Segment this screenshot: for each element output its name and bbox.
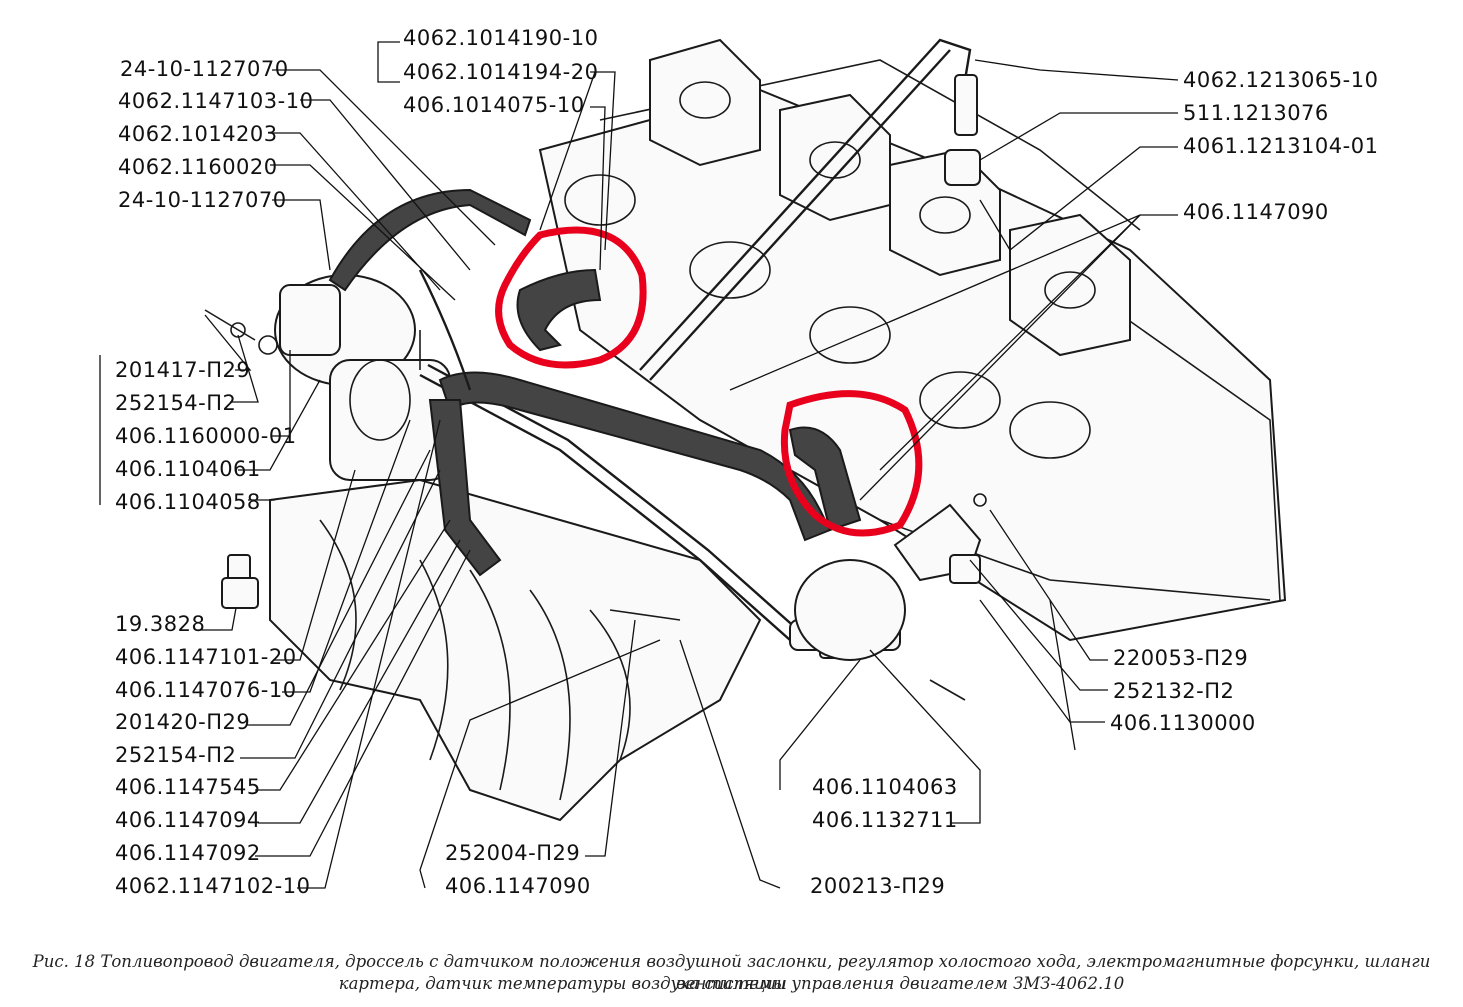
part-label: 406.1104058	[115, 490, 261, 514]
part-label: 4062.1014194-20	[403, 60, 599, 84]
part-label: 4062.1014203	[118, 122, 278, 146]
part-label: 201420-П29	[115, 710, 251, 734]
part-label: 406.1160000-01	[115, 424, 297, 448]
part-label: 406.1130000	[1110, 711, 1256, 735]
part-label: 406.1132711	[812, 808, 958, 832]
figure-caption-line-1: Рис. 18 Топливопровод двигателя, дроссел…	[32, 952, 1431, 993]
idle-air-control	[794, 559, 906, 661]
part-label: 406.1014075-10	[403, 93, 585, 117]
part-label: 24-10-1127070	[118, 188, 287, 212]
intake-manifold	[269, 478, 762, 822]
part-label: 19.3828	[115, 612, 206, 636]
part-label: 406.1147076-10	[115, 678, 297, 702]
part-label: 4061.1213104-01	[1183, 134, 1379, 158]
part-label: 252132-П2	[1113, 679, 1235, 703]
part-label: 4062.1147102-10	[115, 874, 311, 898]
fuel-pressure-regulator	[258, 284, 341, 356]
crankcase-vent-hoses	[328, 188, 862, 577]
intake-ports	[564, 174, 1091, 459]
part-label: 406.1147090	[445, 874, 591, 898]
part-label: 252004-П29	[445, 841, 581, 865]
part-label: 406.1147101-20	[115, 645, 297, 669]
part-label: 220053-П29	[1113, 646, 1249, 670]
part-label: 252154-П2	[115, 743, 237, 767]
part-label: 406.1147094	[115, 808, 261, 832]
part-label: 406.1147092	[115, 841, 261, 865]
fuel-line	[639, 38, 981, 381]
leader-lines	[99, 41, 1179, 889]
part-label: 252154-П2	[115, 391, 237, 415]
part-label: 4062.1160020	[118, 155, 278, 179]
air-temperature-sensor	[221, 554, 259, 609]
part-label: 4062.1014190-10	[403, 26, 599, 50]
part-label: 200213-П29	[810, 874, 946, 898]
part-label: 406.1147545	[115, 775, 261, 799]
part-label: 4062.1213065-10	[1183, 68, 1379, 92]
part-label: 511.1213076	[1183, 101, 1329, 125]
highlight-marks	[495, 226, 923, 537]
part-label: 406.1104063	[812, 775, 958, 799]
part-label: 201417-П29	[115, 358, 251, 382]
part-label: 24-10-1127070	[120, 57, 289, 81]
part-label: 406.1147090	[1183, 200, 1329, 224]
part-label: 4062.1147103-10	[118, 89, 314, 113]
part-label: 406.1104061	[115, 457, 261, 481]
figure-caption-line-2: картера, датчик температуры воздуха сист…	[338, 974, 1125, 993]
throttle-position-sensor	[893, 503, 982, 584]
